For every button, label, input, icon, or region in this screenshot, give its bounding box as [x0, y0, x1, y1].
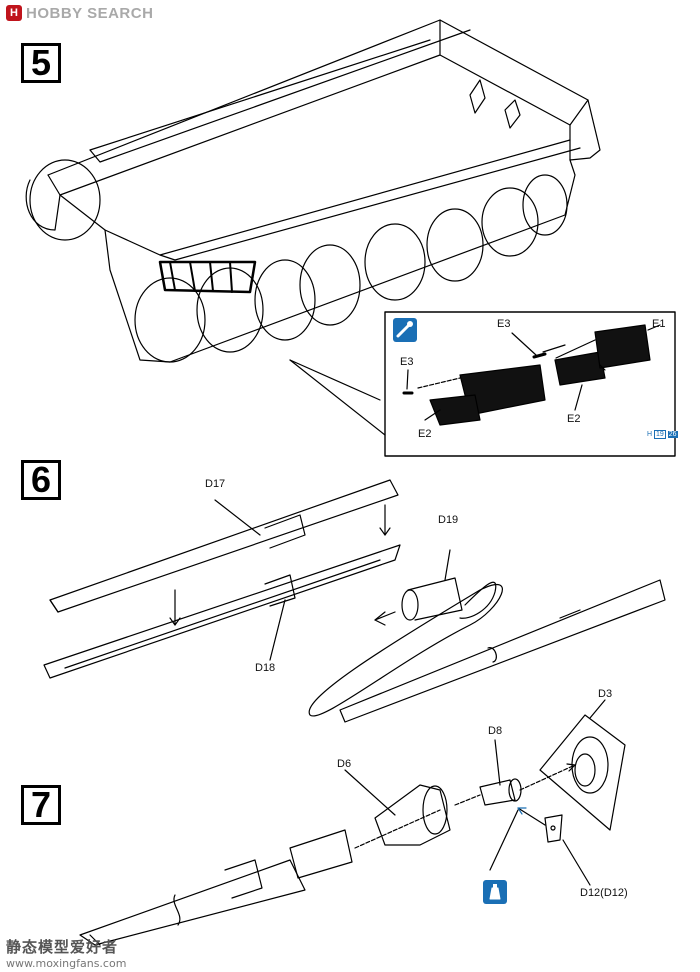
label-d17: D17: [205, 478, 226, 490]
part-ref-prefix: H: [647, 431, 653, 438]
site-header: H HOBBY SEARCH: [6, 2, 153, 24]
watermark-title: 静态模型爱好者: [6, 938, 119, 956]
part-ref-b: 26: [667, 431, 678, 438]
step-6-number: 6: [21, 460, 61, 500]
step-5-number: 5: [21, 43, 61, 83]
step5-hull-drawing: [25, 19, 676, 457]
label-d3: D3: [598, 688, 613, 700]
label-e2-right: E2: [567, 413, 581, 425]
part-ref-a: 19: [654, 430, 666, 439]
brand-name[interactable]: HOBBY SEARCH: [26, 4, 154, 22]
glue-icon: [393, 318, 417, 342]
label-e1: E1: [652, 318, 666, 330]
step-7-number: 7: [21, 785, 61, 825]
label-e3-top: E3: [497, 318, 511, 330]
track-links-inset: [402, 324, 661, 426]
part-ref-badge: H 19 26: [647, 430, 678, 439]
label-e2-left: E2: [418, 428, 432, 440]
site-watermark: 静态模型爱好者 www.moxingfans.com: [6, 936, 126, 970]
cement-bottle-icon: [483, 880, 507, 904]
label-e3-left: E3: [400, 356, 414, 368]
label-d18: D18: [255, 662, 276, 674]
step6-barrel-drawing: [43, 479, 666, 723]
label-d12: D12(D12): [580, 887, 628, 899]
hobby-search-logo-icon[interactable]: H: [6, 5, 22, 21]
label-d6: D6: [337, 758, 352, 770]
step7-drawing: [79, 699, 626, 946]
label-d8: D8: [488, 725, 503, 737]
label-d19: D19: [438, 514, 459, 526]
watermark-url[interactable]: www.moxingfans.com: [6, 957, 127, 970]
